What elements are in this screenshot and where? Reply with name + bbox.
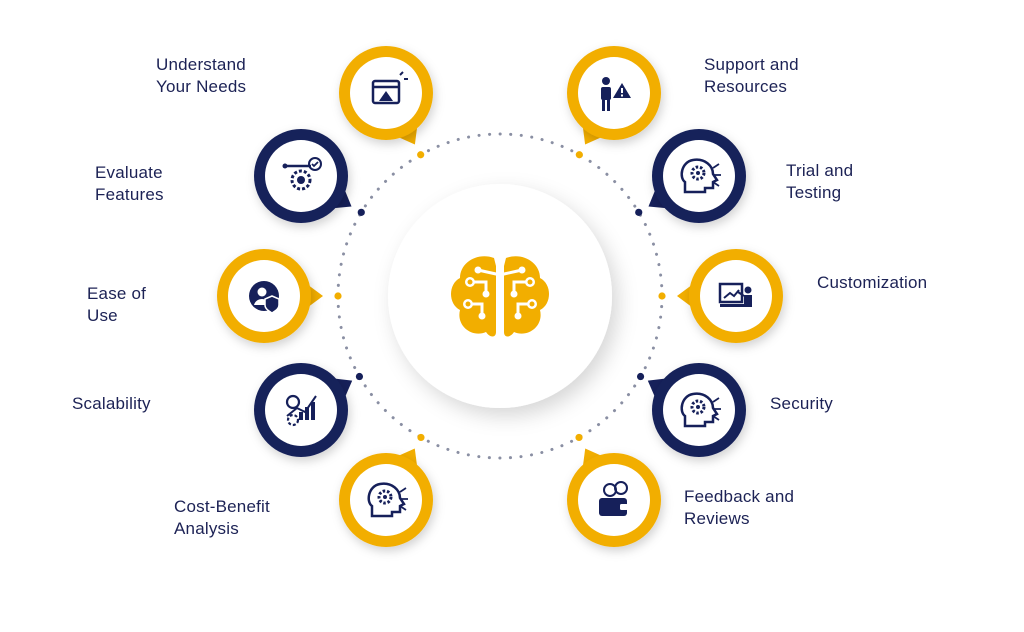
ring-marker-dot (357, 208, 365, 216)
step-node-left-4 (254, 363, 353, 457)
gear-process-icon (282, 157, 322, 191)
ring-marker-dot (417, 433, 425, 442)
step-node-left-2 (254, 129, 352, 223)
brain-circuit-icon (451, 256, 549, 337)
step-node-left-3 (217, 249, 323, 343)
step-label-customization: Customization (817, 273, 928, 292)
presenter-board-icon (718, 282, 752, 307)
ring-marker-dot (575, 433, 583, 442)
person-alert-icon (601, 77, 631, 111)
step-label-security: Security (770, 394, 834, 413)
ring-marker-dot (636, 372, 645, 381)
center-circle (388, 184, 612, 408)
ring-marker-dot (355, 372, 364, 381)
step-node-right-4 (647, 363, 746, 457)
bubble-inner (663, 374, 735, 446)
head-gear-icon (680, 392, 721, 428)
ring-marker-dot (575, 151, 583, 159)
step-node-left-5 (339, 448, 433, 547)
ring-marker-dot (658, 292, 666, 300)
step-node-left-1 (339, 46, 433, 145)
step-node-right-2 (648, 129, 746, 223)
wallet-coins-icon (599, 481, 628, 516)
head-gear-icon (680, 158, 721, 194)
step-node-right-3 (677, 249, 783, 343)
bubble-inner (700, 260, 772, 332)
head-gear-icon (367, 482, 408, 518)
step-label-scalability: Scalability (72, 394, 151, 413)
ring-marker-dot (417, 151, 425, 159)
bubble-inner (578, 57, 650, 129)
step-node-right-5 (567, 448, 661, 547)
bubble-inner (663, 140, 735, 212)
user-shield-icon (249, 281, 280, 314)
growth-chart-icon (285, 394, 317, 427)
step-node-right-1 (567, 46, 661, 145)
ring-marker-dot (334, 292, 342, 300)
ring-marker-dot (635, 208, 643, 216)
browser-warning-icon (371, 71, 408, 105)
bubble-inner (350, 464, 422, 536)
